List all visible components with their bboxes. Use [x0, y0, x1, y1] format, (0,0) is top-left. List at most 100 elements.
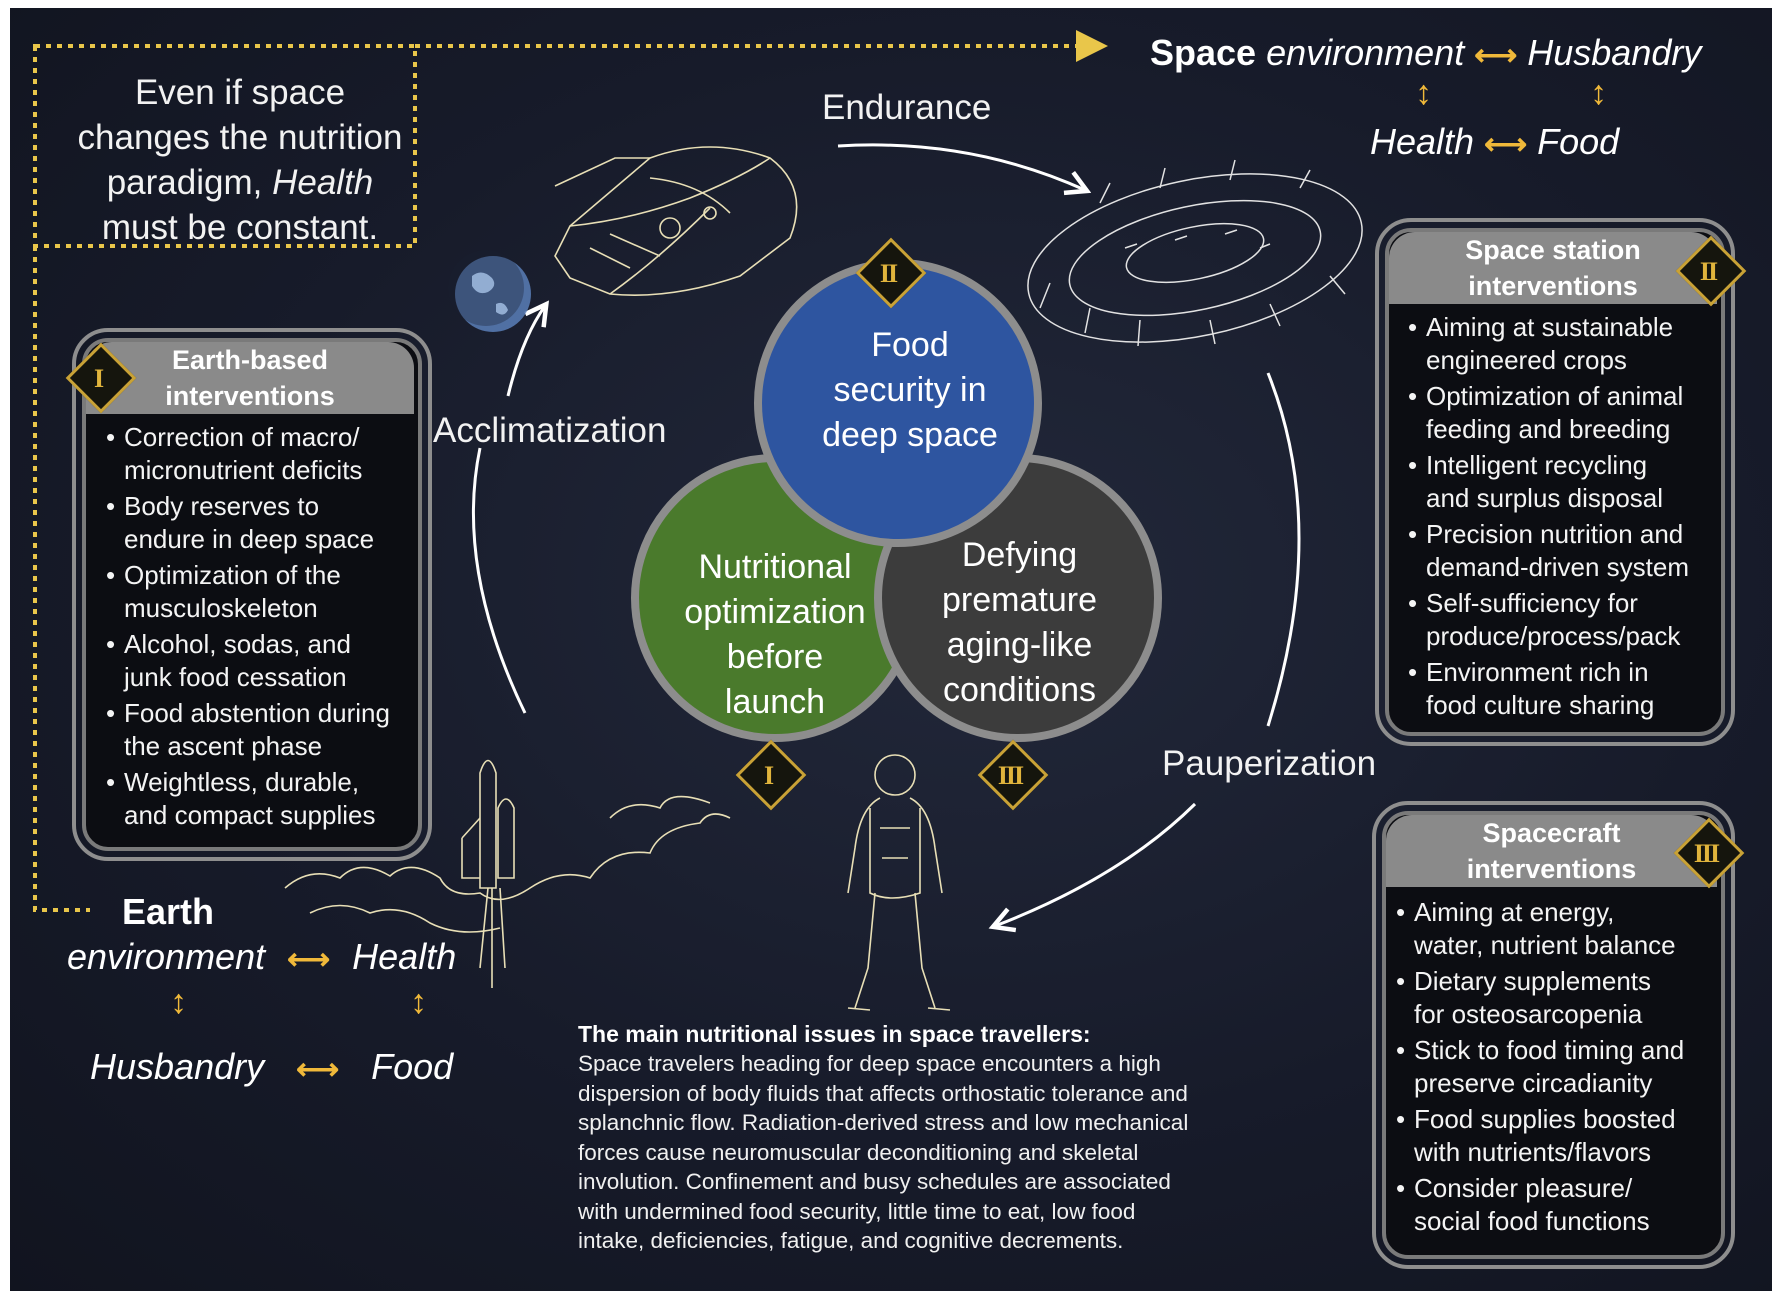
circle-line: Defying	[961, 536, 1078, 574]
list-item: Aiming at energy,water, nutrient balance	[1396, 896, 1716, 962]
item-line: and surplus disposal	[1426, 483, 1664, 513]
circle-line: launch	[724, 683, 826, 721]
issues-line: involution. Confinement and busy schedul…	[578, 1169, 1171, 1194]
item-line: Intelligent recycling	[1426, 450, 1648, 480]
cycle-arrows	[471, 143, 1301, 926]
circle-line: aging-like	[946, 626, 1093, 664]
item-line: Environment rich in	[1426, 657, 1649, 687]
earth-panel-title-1: Earth-based	[171, 345, 329, 375]
item-line: musculoskeleton	[124, 593, 318, 623]
label-pauperization: Pauperization	[1162, 744, 1377, 783]
item-line: Consider pleasure/	[1414, 1173, 1633, 1203]
circle-line: before	[726, 638, 824, 676]
issues-line: with undermined food security, little ti…	[578, 1198, 1136, 1224]
spacecraft-panel-title-1: Spacecraft	[1482, 818, 1621, 848]
arrow-bidirectional-icon: ⟷	[296, 1053, 340, 1086]
earth-panel-header: Earth-based interventions	[86, 342, 414, 414]
list-item: Weightless, durable,and compact supplies	[106, 766, 421, 832]
space-model-food: Food	[1537, 121, 1620, 162]
badge-label-i: I	[763, 761, 774, 790]
astronaut-icon	[847, 754, 951, 1011]
item-line: food culture sharing	[1426, 690, 1655, 720]
issues-title: The main nutritional issues in space tra…	[578, 1021, 1091, 1047]
item-line: Precision nutrition and	[1426, 519, 1684, 549]
item-line: Dietary supplements	[1414, 966, 1651, 996]
space-model-row-2: Health ⟷ Food	[1370, 121, 1619, 163]
item-line: Food abstention during	[124, 698, 390, 728]
diagram-canvas: Even if space changes the nutrition para…	[10, 8, 1772, 1291]
issues-line: dispersion of body fluids that affects o…	[578, 1080, 1188, 1106]
earth-interventions-panel	[72, 328, 432, 861]
earth-model-environment: environment	[67, 936, 266, 977]
item-line: produce/process/pack	[1426, 621, 1681, 651]
venn-circles	[631, 259, 1162, 742]
quote-line-4: must be constant.	[101, 208, 379, 247]
earth-panel-title-2: interventions	[165, 381, 335, 411]
earth-model-row-2: Husbandry ⟷ Food	[90, 1046, 453, 1088]
rocket-launch-icon	[284, 759, 731, 988]
circle-line: premature	[942, 581, 1097, 619]
item-line: for osteosarcopenia	[1414, 999, 1643, 1029]
earth-interventions-list: Correction of macro/micronutrient defici…	[106, 421, 421, 835]
earth-model-earth: Earth	[122, 891, 215, 932]
station-panel-header: Space station interventions	[1389, 232, 1717, 304]
quote-line-3: paradigm, Health	[50, 160, 430, 205]
list-item: Correction of macro/micronutrient defici…	[106, 421, 421, 487]
circle-line: conditions	[942, 671, 1097, 709]
circle-text-nutritional-optimization: Nutritional optimization before launch	[650, 545, 900, 725]
item-line: Aiming at sustainable	[1426, 312, 1674, 342]
issues-line: Space travelers heading for deep space e…	[578, 1051, 1161, 1076]
arrow-right-icon: ⟷	[1474, 39, 1518, 72]
item-line: Correction of macro/	[124, 422, 360, 452]
spacecraft-panel-title-2: interventions	[1466, 854, 1637, 884]
issues-line: forces cause neuromuscular deconditionin…	[578, 1139, 1139, 1165]
space-station-icon	[1027, 159, 1363, 347]
circle-text-food-security: Food security in deep space	[790, 323, 1030, 458]
earth-planet-icon	[448, 250, 531, 332]
arrow-bidirectional-icon: ⟷	[1484, 128, 1528, 161]
spacecraft-interventions-list: Aiming at energy,water, nutrient balance…	[1396, 896, 1716, 1241]
circle-line: security in	[833, 371, 987, 409]
badge-label-ii: II	[879, 259, 898, 288]
circle-line: Food	[871, 326, 949, 364]
circle-line: Nutritional	[698, 548, 852, 586]
decoration-layer	[33, 30, 1363, 1011]
space-model-husbandry: Husbandry	[1527, 32, 1702, 73]
spacecraft-icon	[554, 146, 798, 296]
earth-model-husbandry: Husbandry	[90, 1046, 265, 1087]
space-model-health: Health	[1370, 121, 1475, 162]
item-line: endure in deep space	[124, 524, 375, 554]
earth-model-health: Health	[352, 936, 457, 977]
nutritional-issues-text: The main nutritional issues in space tra…	[578, 1020, 1298, 1256]
station-panel-badge-label: II	[1699, 257, 1718, 286]
item-line: Self-sufficiency for	[1426, 588, 1638, 618]
badge-label-iii: III	[997, 761, 1024, 790]
quote-line-2: changes the nutrition	[77, 118, 403, 157]
issues-body: Space travelers heading for deep space e…	[578, 1049, 1298, 1256]
station-panel-title-2: interventions	[1468, 271, 1638, 301]
item-line: junk food cessation	[124, 662, 347, 692]
spacecraft-panel-header: Spacecraft interventions	[1386, 815, 1717, 887]
item-line: demand-driven system	[1426, 552, 1689, 582]
arrow-updown-icon: ↕	[410, 983, 427, 1021]
item-line: Alcohol, sodas, and	[124, 629, 351, 659]
circle-text-defying-aging: Defying premature aging-like conditions	[897, 533, 1142, 713]
item-line: Body reserves to	[124, 491, 320, 521]
list-item: Consider pleasure/social food functions	[1396, 1172, 1716, 1238]
arrow-bidirectional-icon: ⟷	[287, 943, 331, 976]
station-panel-title-1: Space station	[1465, 235, 1641, 265]
space-model-environment: environment	[1266, 32, 1465, 73]
space-model-space: Space	[1150, 32, 1257, 73]
